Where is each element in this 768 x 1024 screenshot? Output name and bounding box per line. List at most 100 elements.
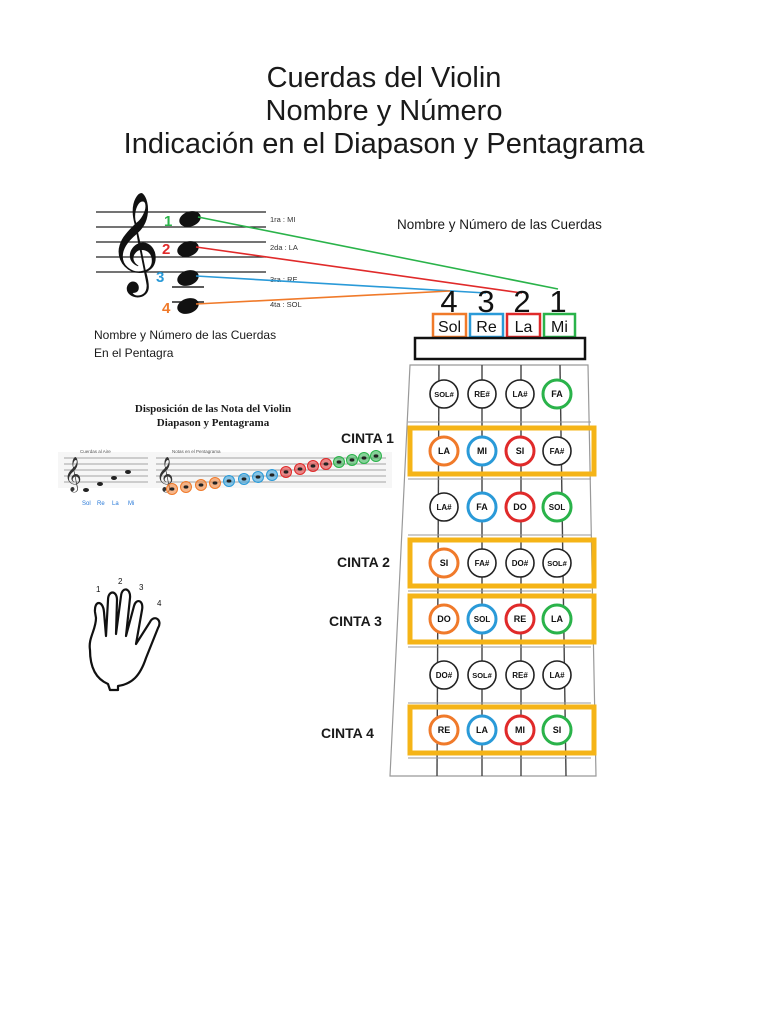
- disposition-staves: 𝄞 𝄞 Cuerdas al Aire Notas en el Pentagra…: [58, 449, 392, 507]
- staff-note-1: [179, 211, 201, 227]
- string-number-3: 3: [477, 284, 494, 319]
- note-circle: [467, 548, 497, 578]
- disposition-title: Disposición de las Nota del Violin Diapa…: [108, 402, 318, 430]
- staff-label-4: 4ta : SOL: [270, 300, 302, 309]
- note-label: LA#: [549, 671, 565, 680]
- note-label: SI: [553, 725, 562, 735]
- fingerboard-note: DO: [428, 603, 460, 635]
- disposition-staff-open: [64, 457, 148, 483]
- mini-note-head: [361, 456, 367, 460]
- disposition-title-line-2: Diapason y Pentagrama: [156, 417, 270, 429]
- staff-number-2: 2: [162, 241, 170, 258]
- connector-la: [195, 246, 523, 294]
- title-line-2: Nombre y Número: [265, 95, 503, 127]
- note-circle: [541, 714, 573, 746]
- open-string-note: [97, 482, 103, 486]
- mini-clef-open-icon: 𝄞: [64, 457, 82, 493]
- connector-mi: [197, 216, 559, 290]
- staff-label-2: 2da : LA: [270, 243, 298, 252]
- note-label: SOL#: [547, 559, 567, 568]
- staff-caption-line-2: En el Pentagra: [94, 346, 174, 360]
- open-string-note: [125, 470, 131, 474]
- open-string-note: [111, 476, 117, 480]
- staff-lines: [96, 211, 266, 273]
- staff-label-1: 1ra : MI: [270, 215, 295, 224]
- fingerboard-note: SI: [428, 547, 460, 579]
- fingerboard-note: FA: [466, 491, 498, 523]
- fingerboard-note: DO#: [505, 548, 535, 578]
- note-label: DO: [513, 502, 527, 512]
- open-name-mi: Mi: [128, 501, 134, 507]
- note-circle: [428, 714, 460, 746]
- fingerboard-note: LA: [428, 435, 460, 467]
- fingerboard-note: RE#: [505, 660, 535, 690]
- fingerboard-note: SI: [541, 714, 573, 746]
- page-title: Cuerdas del Violin Nombre y Número Indic…: [0, 62, 768, 161]
- note-circle: [505, 379, 535, 409]
- staff-caption-line-1: Nombre y Número de las Cuerdas: [94, 328, 277, 342]
- fingerboard-note: SI: [504, 435, 536, 467]
- note-circle: [542, 548, 572, 578]
- notes-staff-caption: Notas en el Pentagrama: [172, 449, 221, 454]
- connector-re: [195, 275, 487, 294]
- fingerboard-note: LA#: [542, 660, 572, 690]
- finger-number-1: 1: [96, 585, 101, 594]
- cinta-4-label: CINTA 4: [321, 725, 374, 741]
- strings-section-title: Nombre y Número de las Cuerdas: [397, 217, 602, 232]
- staff-note-2: [177, 241, 199, 257]
- note-circle: [504, 491, 536, 523]
- open-string-note: [83, 488, 89, 492]
- note-label: LA: [551, 614, 563, 624]
- mini-note-head: [283, 470, 289, 474]
- open-strings-caption: Cuerdas al Aire: [80, 449, 111, 454]
- finger-number-3: 3: [139, 583, 144, 592]
- note-label: LA: [438, 446, 450, 456]
- note-label: FA: [551, 389, 563, 399]
- note-circle: [466, 603, 498, 635]
- note-label: SOL#: [434, 390, 454, 399]
- note-circle: [504, 603, 536, 635]
- string-name-mi: Mi: [551, 319, 568, 336]
- mini-note-head: [212, 481, 218, 485]
- mini-note-head: [169, 487, 175, 491]
- title-line-3: Indicación en el Diapason y Pentagrama: [123, 128, 645, 160]
- mini-note-head: [226, 479, 232, 483]
- open-string-names: Sol Re La Mi: [82, 501, 134, 507]
- nut: [413, 336, 587, 361]
- cinta-highlight: [407, 593, 597, 645]
- note-label: RE#: [512, 671, 528, 680]
- fingerboard-note: RE: [504, 603, 536, 635]
- note-circle: [466, 491, 498, 523]
- note-circle: [466, 435, 498, 467]
- fingerboard-note: FA#: [467, 548, 497, 578]
- fingerboard-note: LA: [541, 603, 573, 635]
- fingerboard-note: FA: [541, 378, 573, 410]
- mini-note-head: [198, 483, 204, 487]
- note-label: LA: [476, 725, 488, 735]
- cinta-3-label: CINTA 3: [329, 613, 382, 629]
- note-label: LA#: [436, 503, 452, 512]
- fingerboard-note: FA#: [542, 436, 572, 466]
- mini-note-head: [336, 460, 342, 464]
- note-circle: [542, 660, 572, 690]
- fingerboard-note: RE#: [467, 379, 497, 409]
- note-label: MI: [515, 725, 525, 735]
- staff-caption: Nombre y Número de las Cuerdas En el Pen…: [94, 326, 276, 362]
- note-label: FA#: [550, 447, 565, 456]
- note-circle: [541, 603, 573, 635]
- cinta-highlights: [407, 425, 597, 756]
- fingerboard-note: DO: [504, 491, 536, 523]
- note-label: SOL: [549, 503, 566, 512]
- note-circle: [505, 660, 535, 690]
- note-circle: [466, 714, 498, 746]
- title-line-1: Cuerdas del Violin: [266, 62, 502, 94]
- cinta-highlight: [407, 704, 597, 756]
- fingerboard-note: DO#: [429, 660, 459, 690]
- note-circle: [541, 491, 573, 523]
- fingerboard-note: MI: [466, 435, 498, 467]
- staff-number-4: 4: [162, 300, 171, 317]
- note-circle: [504, 435, 536, 467]
- string-number-2: 2: [513, 284, 530, 319]
